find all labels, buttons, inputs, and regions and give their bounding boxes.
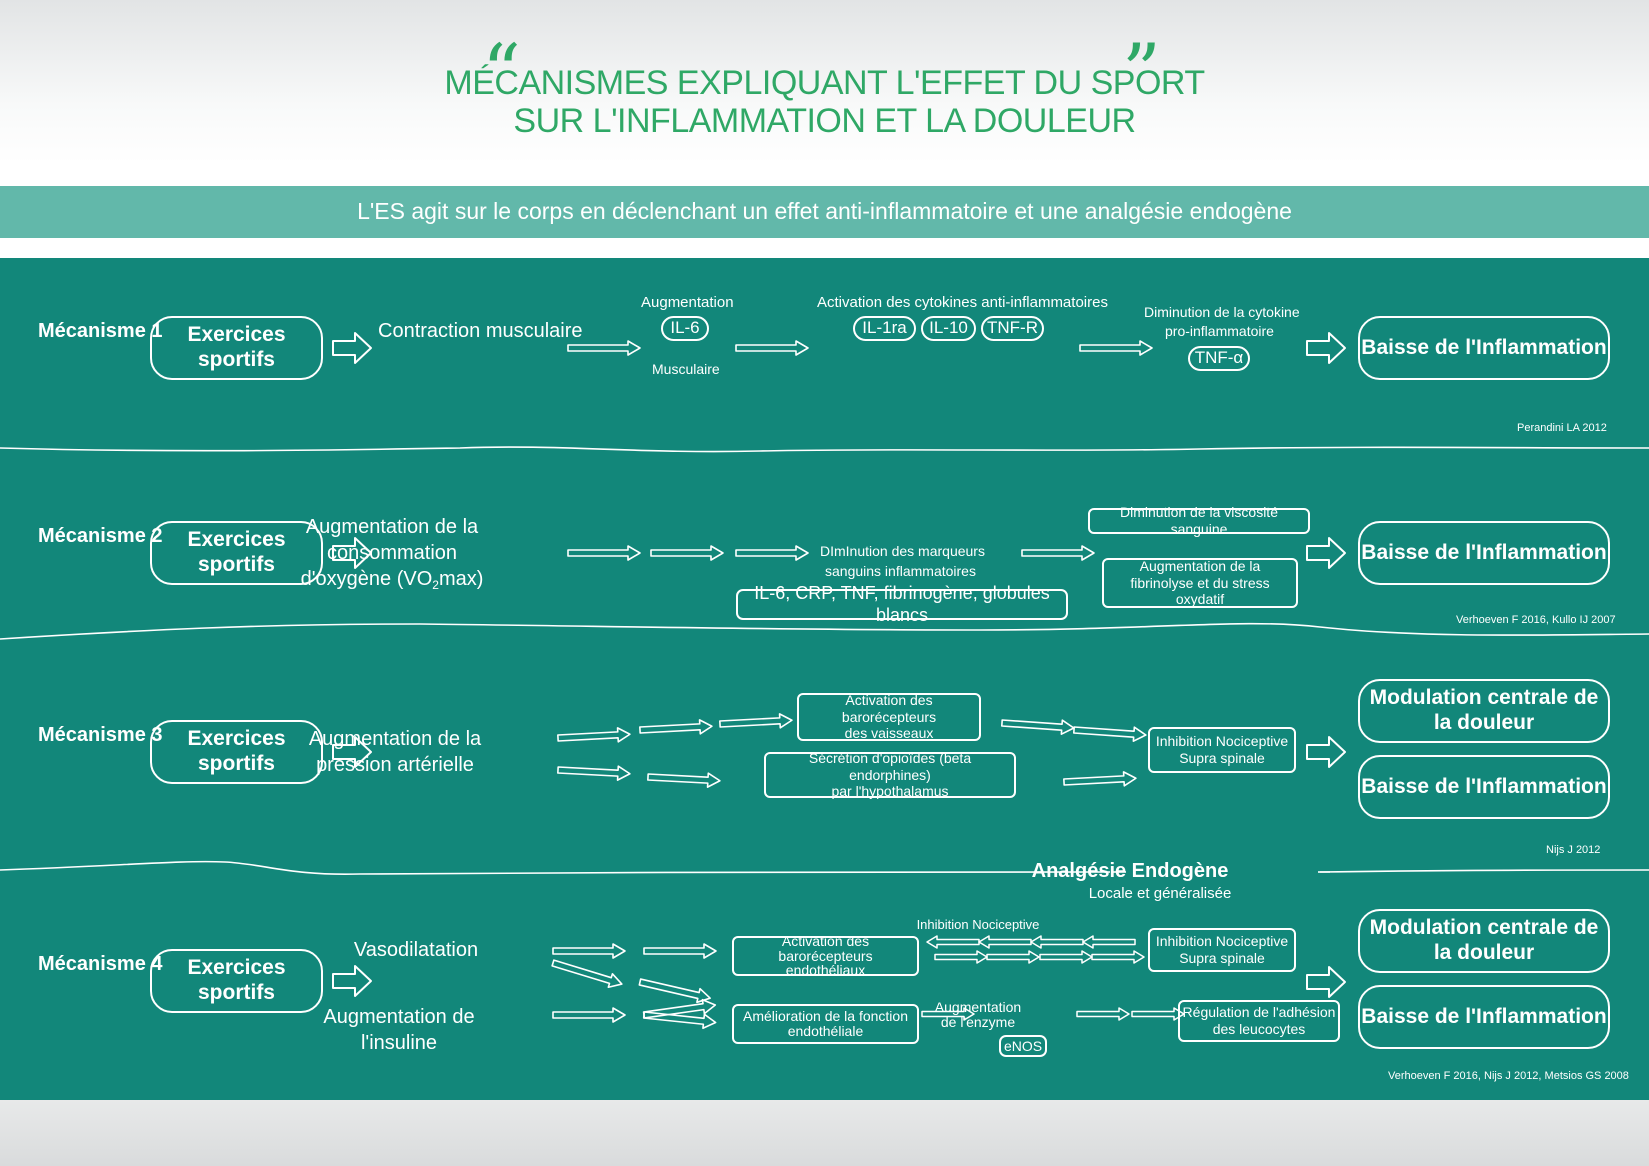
m4-baroreceptors-box: Activation des barorécepteurs endothélia… [732, 932, 919, 979]
m1-augmentation: Augmentation [641, 294, 734, 311]
m4-endothelial-line1: Amélioration de la fonction [743, 1008, 908, 1025]
m2-reference: Verhoeven F 2016, Kullo IJ 2007 [1456, 614, 1616, 626]
m4-insulin-line1: Augmentation de [323, 1006, 475, 1028]
m2-fibrinolysis-line1: Augmentation de la [1139, 558, 1261, 575]
m3-baroreceptors-box: Activation des barorécepteurs des vaisse… [797, 692, 981, 742]
m4-modulation-box: Modulation centrale de la douleur [1358, 909, 1610, 973]
m1-label: Mécanisme 1 [38, 320, 163, 342]
open-quote-icon: “ [482, 27, 521, 116]
m2-oxygen-text: Augmentation de la consommation d'oxygèn… [301, 514, 484, 598]
m1-start-box: Exercices sportifs [150, 316, 323, 380]
m3-pressure-line2: pression artérielle [316, 754, 474, 776]
m4-baroreceptors-line2: endothéliaux [785, 962, 866, 979]
m3-opioids-box: Sécrétion d'opioïdes (beta endorphines) … [764, 750, 1016, 800]
page-title: MÉCANISMES EXPLIQUANT L'EFFET DU SPORT [444, 64, 1205, 102]
m3-baroreceptors-line2: des vaisseaux [844, 725, 934, 742]
m4-leukocytes-line1: Régulation de l'adhésion [1182, 1004, 1336, 1021]
separators [0, 446, 1649, 876]
m1-reference: Perandini LA 2012 [1517, 422, 1607, 434]
m2-start-box: Exercices sportifs [150, 521, 323, 585]
m4-insulin-line2: l'insuline [360, 1032, 438, 1054]
m4-leukocytes-box: Régulation de l'adhésion des leucocytes [1178, 1000, 1340, 1042]
m2-fibrinolysis-box: Augmentation de la fibrinolyse et du str… [1102, 558, 1298, 608]
m3-opioids-line1: Sécrétion d'opioïdes (beta endorphines) [808, 750, 972, 783]
m4-vasodilatation: Vasodilatation [353, 939, 479, 961]
m3-modulation-box: Modulation centrale de la douleur [1358, 679, 1610, 743]
page-subtitle: SUR L'INFLAMMATION ET LA DOULEUR [513, 102, 1136, 140]
m1-end-box: Baisse de l'Inflammation [1358, 316, 1610, 380]
m4-leukocytes-line2: des leucocytes [1212, 1021, 1306, 1037]
m2-oxygen-line2: consommation [326, 542, 458, 564]
m2-oxygen-line1: Augmentation de la [305, 516, 479, 538]
m1-cytokines-label: Activation des cytokines anti-inflammato… [817, 294, 1108, 311]
m4-endothelial-line2: endothéliale [787, 1023, 864, 1039]
m4-inhibition-line1: Inhibition Nociceptive [1155, 933, 1289, 950]
m2-label: Mécanisme 2 [38, 525, 163, 547]
m4-inhibition-box: Inhibition Nociceptive Supra spinale [1148, 928, 1296, 972]
m3-baroreceptors-line1: Activation des barorécepteurs [841, 692, 937, 725]
connector-layer [0, 332, 1649, 1031]
mechanisms-panel: Mécanisme 1 Exercices sportifs Contracti… [0, 258, 1649, 1100]
m2-oxygen-line3: d'oxygène (VO2max) [300, 568, 484, 592]
m1-tnfr-pill: TNF-R [981, 316, 1044, 341]
m1-il6-pill: IL-6 [661, 316, 709, 341]
m1-musculaire: Musculaire [652, 361, 720, 377]
m3-label: Mécanisme 3 [38, 724, 163, 746]
m1-diminution-1: Diminution de la cytokine [1144, 304, 1300, 320]
m3-inhibition-line2: Supra spinale [1179, 750, 1265, 766]
m3-opioids-line2: par l'hypothalamus [831, 783, 949, 800]
m2-diminution-1: DImInution des marqueurs [820, 543, 985, 559]
m4-endothelial-box: Amélioration de la fonction endothéliale [732, 1004, 919, 1044]
m4-baroreceptors-line1: Activation des barorécepteurs [778, 932, 873, 964]
m4-end-box: Baisse de l'Inflammation [1358, 985, 1610, 1049]
m1-il1ra-pill: IL-1ra [853, 316, 916, 341]
m3-inhibition-box: Inhibition Nociceptive Supra spinale [1148, 727, 1296, 773]
m4-inhibition-arrow-label: Inhibition Nociceptive [916, 917, 1040, 932]
m2-markers-box: IL-6, CRP, TNF, fibrinogène, globules bl… [736, 583, 1068, 625]
m1-il10-pill: IL-10 [921, 316, 976, 341]
m4-enos-box: eNOS [999, 1035, 1047, 1057]
m4-reference: Verhoeven F 2016, Nijs J 2012, Metsios G… [1388, 1070, 1629, 1082]
m3-start-box: Exercices sportifs [150, 720, 323, 784]
m4-label: Mécanisme 4 [38, 953, 163, 975]
m1-contraction: Contraction musculaire [378, 320, 583, 342]
m4-enzyme-line2: de l'enzyme [940, 1014, 1016, 1030]
m1-diminution-2: pro-inflammatoire [1165, 323, 1274, 339]
m4-insulin-text: Augmentation de l'insuline [323, 1004, 474, 1056]
m2-viscosity-box: Diminution de la viscosité sanguine [1088, 504, 1310, 537]
analgesie-title: Analgésie Endogène [1031, 860, 1229, 882]
m3-pressure-line1: Augmentation de la [308, 728, 482, 750]
m3-inhibition-line1: Inhibition Nociceptive [1155, 733, 1289, 750]
m1-tnfa-pill: TNF-α [1188, 346, 1250, 371]
m3-pressure-text: Augmentation de la pression artérielle [309, 726, 481, 778]
m3-end-box: Baisse de l'Inflammation [1358, 755, 1610, 819]
m4-enzyme-line1: Augmentation [934, 999, 1022, 1015]
m4-start-box: Exercices sportifs [150, 949, 323, 1013]
m3-reference: Nijs J 2012 [1546, 844, 1601, 856]
banner-text: L'ES agit sur le corps en déclenchant un… [357, 198, 1292, 224]
m2-end-box: Baisse de l'Inflammation [1358, 521, 1610, 585]
m4-inhibition-line2: Supra spinale [1179, 950, 1265, 966]
close-quote-icon: ” [1122, 27, 1161, 116]
m2-fibrinolysis-line2: fibrinolyse et du stress oxydatif [1130, 574, 1270, 608]
summary-banner: L'ES agit sur le corps en déclenchant un… [0, 186, 1649, 238]
m4-enzyme-text: Augmentation de l'enzyme [935, 1000, 1021, 1030]
analgesie-subtitle: Locale et généralisée [1088, 885, 1232, 902]
m2-diminution-2: sanguins inflammatoires [825, 563, 976, 579]
